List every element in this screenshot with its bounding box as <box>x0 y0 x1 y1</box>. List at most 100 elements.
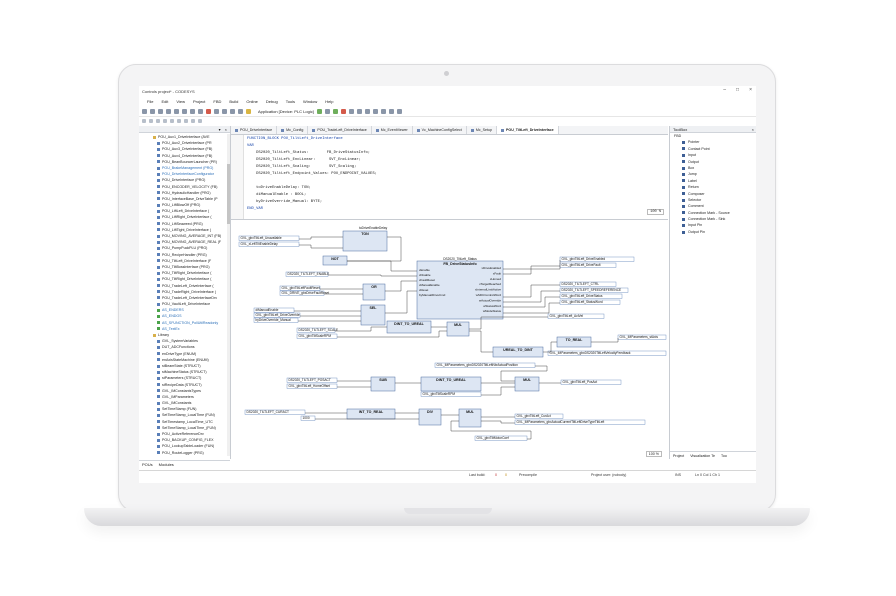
editor-tab[interactable]: POU_DriveInterface <box>231 126 278 134</box>
delete-icon[interactable] <box>206 108 211 114</box>
tree-item[interactable]: POU_TiltLeft_DriveInterface (F <box>139 258 230 264</box>
tab-project[interactable]: Project <box>673 453 685 458</box>
set-reset-icon[interactable] <box>177 119 181 123</box>
tree-item[interactable]: enDriveType (ENUM) <box>139 351 230 357</box>
toolbox-item[interactable]: Contact Point <box>670 146 756 152</box>
close-button[interactable]: × <box>749 87 752 93</box>
tree-item[interactable]: SetTimeStamp_LocalTime_(FUN) <box>139 425 230 431</box>
tree-item[interactable]: GVL_IMConstants <box>139 400 230 406</box>
declaration-zoom[interactable]: 100 % <box>647 209 664 215</box>
tree-item[interactable]: POU_ENCODER_VELOCITY (FB) <box>139 184 230 190</box>
menu-file[interactable]: File <box>147 98 154 104</box>
breakpoint-icon[interactable] <box>356 108 362 114</box>
tree-item[interactable]: AS_TextEx <box>139 326 230 332</box>
tab-modules[interactable]: Modules <box>158 462 174 467</box>
editor-tab[interactable]: Mc_Setup <box>467 126 497 134</box>
tree-item[interactable]: SetTimeStamp_LocalTime (FUN) <box>139 412 230 418</box>
tree-item[interactable]: POU_InterfaceBase_DriveTable (P <box>139 196 230 202</box>
paste-icon[interactable] <box>198 108 203 114</box>
toolbox-item[interactable]: Label <box>670 178 756 184</box>
tree-item[interactable]: POU_MOVING_AVERAGE_INT (FB) <box>139 233 230 239</box>
open-icon[interactable] <box>150 108 155 114</box>
tree-item[interactable]: enAxisStateMachine (ENUM) <box>139 357 230 363</box>
menu-build[interactable]: Build <box>229 98 239 104</box>
tree-scroll-thumb[interactable] <box>227 164 230 224</box>
toolbox-item[interactable]: Box <box>670 165 756 171</box>
warning-count[interactable]: 0 <box>505 473 507 477</box>
step-out-icon[interactable] <box>380 108 386 114</box>
save-icon[interactable] <box>158 108 163 114</box>
toolbox-item[interactable]: Selector <box>670 197 756 203</box>
menu-fbd[interactable]: FBD <box>213 98 222 104</box>
tree-item[interactable]: POU_RecipeHandler (PRG) <box>139 252 230 258</box>
tree-item[interactable]: POU_ActiveReferenceDrv <box>139 431 230 437</box>
menu-help[interactable]: Help <box>325 98 334 104</box>
editor-tab[interactable]: Mc_Config <box>277 126 309 134</box>
tab-toolbox[interactable]: Too <box>721 453 727 458</box>
error-count[interactable]: 0 <box>495 473 497 477</box>
redo-icon[interactable] <box>174 108 179 114</box>
active-application[interactable]: Application [Device: PLC Logic] <box>258 108 314 114</box>
toolbox-item[interactable]: Output <box>670 159 756 165</box>
zoom-icon[interactable] <box>191 119 195 123</box>
tree-item[interactable]: POU_Aux2_DriveInterface (PR <box>139 140 230 146</box>
tree-item[interactable]: POU_BeanBouncerLauncher (PR) <box>139 159 230 165</box>
toolbox-item[interactable]: Pointer <box>670 139 756 145</box>
tree-item[interactable]: POU_BrakeManagement (PRG) <box>139 165 230 171</box>
tree-item[interactable]: POU_VaultLeft_DriveInterface <box>139 301 230 307</box>
tree-scrollbar[interactable] <box>227 134 230 456</box>
insert-output-icon[interactable] <box>156 119 160 123</box>
logout-icon[interactable] <box>324 108 330 114</box>
tree-item[interactable]: POU_LiftLeft_DriveInterface ( <box>139 208 230 214</box>
bookmark-icon[interactable] <box>230 108 235 114</box>
tree-item[interactable]: POU_PumpPuckPLU (PRG) <box>139 245 230 251</box>
tree-item[interactable]: POU_LiftSeaweed (PRG) <box>139 221 230 227</box>
tree-item[interactable]: POU_TiltRight_DriveInterface ( <box>139 276 230 282</box>
cut-icon[interactable] <box>182 108 187 114</box>
rebuild-icon[interactable] <box>246 108 251 114</box>
tree-item[interactable]: DUT_ADCFunctions <box>139 344 230 350</box>
declaration-editor[interactable]: 100 % FUNCTION_BLOCK POU_TiltLeft_DriveI… <box>231 135 668 220</box>
menu-window[interactable]: Window <box>303 98 318 104</box>
toolbox-item[interactable]: Jump <box>670 171 756 177</box>
toolbox-item[interactable]: Connection Mark - Sink <box>670 216 756 222</box>
toolbox-item[interactable]: Input <box>670 152 756 158</box>
tree-item[interactable]: POU_MOVING_AVERAGE_REAL (F <box>139 239 230 245</box>
tree-item[interactable]: POU_DriveInterface (PRG) <box>139 177 230 183</box>
tree-item[interactable]: stBeamState (STRUCT) <box>139 363 230 369</box>
tree-item[interactable]: stParameters (STRUCT) <box>139 375 230 381</box>
tree-item[interactable]: POU_RouteLogger (PRG) <box>139 450 230 456</box>
toolbox-item[interactable]: Output Pin <box>670 229 756 235</box>
tab-pous[interactable]: POUs <box>142 462 153 467</box>
maximize-button[interactable]: □ <box>736 87 740 93</box>
editor-tab[interactable]: Mc_EventViewer <box>372 126 413 134</box>
copy-icon[interactable] <box>190 108 195 114</box>
tree-item[interactable]: Library <box>139 332 230 338</box>
tree-item[interactable]: POU_Aux4_DriveInterface (FB) <box>139 153 230 159</box>
stop-icon[interactable] <box>340 108 346 114</box>
tree-item[interactable]: AS_ENDGS <box>139 313 230 319</box>
toolbox-item[interactable]: Return <box>670 184 756 190</box>
tree-item[interactable]: GVL_IMParameters <box>139 394 230 400</box>
toolbox-item[interactable]: Input Pin <box>670 222 756 228</box>
tree-item[interactable]: POU_LiftBlowOff (PRG) <box>139 202 230 208</box>
toolbox-item[interactable]: Composer <box>670 191 756 197</box>
menu-debug[interactable]: Debug <box>265 98 278 104</box>
tree-item[interactable]: AS_SFUNCTION_PollUtilReadonly <box>139 320 230 326</box>
tree-item[interactable]: POU_HydraulicHandler (PRG) <box>139 190 230 196</box>
pin-icon[interactable]: ▾ <box>218 126 221 132</box>
tree-item[interactable]: POU_LiftTight_DriveInterface ( <box>139 227 230 233</box>
tree-item[interactable]: AS_ENDERS <box>139 307 230 313</box>
menu-project[interactable]: Project <box>192 98 206 104</box>
start-icon[interactable] <box>332 108 338 114</box>
tree-item[interactable]: stRecipeData (STRUCT) <box>139 382 230 388</box>
editor-tab[interactable]: Vc_MachineConfigSelect <box>413 126 467 134</box>
insert-box-icon[interactable] <box>142 119 146 123</box>
tree-item[interactable]: POU_BACKUP_CONFIG_FLEX <box>139 437 230 443</box>
tree-item[interactable]: POU_LookupTableLoader (FUN) <box>139 443 230 449</box>
undo-icon[interactable] <box>166 108 171 114</box>
toolbox-group[interactable]: FBD <box>670 133 756 139</box>
tree-item[interactable]: SetTimestamp_LocalTime_UTC <box>139 419 230 425</box>
negate-icon[interactable] <box>170 119 174 123</box>
force-values-icon[interactable] <box>396 108 402 114</box>
